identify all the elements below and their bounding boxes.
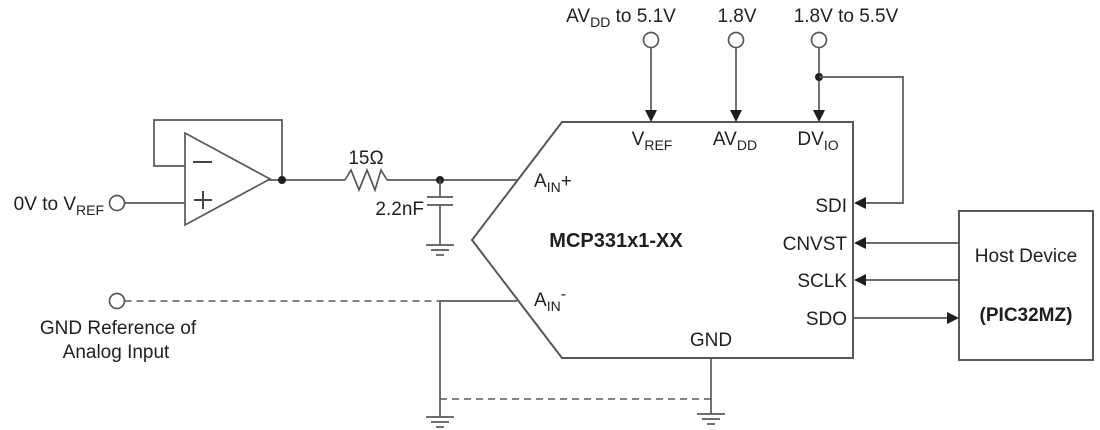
resistor-value-label: 15Ω [348,148,383,169]
pin-label-vref: VREF [632,129,673,153]
pin-label-sclk: SCLK [797,271,847,292]
host-device-label: Host Device [975,246,1077,267]
gnd-reference-terminal [108,292,126,310]
ground-symbol-capacitor [426,244,454,256]
vref-supply-terminal [642,31,660,49]
analog-input-terminal [108,194,126,212]
pin-label-avdd: AVDD [713,129,757,153]
pin-label-sdi: SDI [815,196,847,217]
arrow-right-sdo [947,312,959,324]
arrow-down-dvio [813,110,825,122]
ground-symbol-analog [426,416,454,428]
arrow-left-sclk [854,274,866,286]
junction-dot-opamp-output [278,176,286,184]
pin-label-sdo: SDO [806,309,847,330]
pin-label-dvio: DVIO [797,129,838,153]
avdd-supply-terminal [727,31,745,49]
adc-part-number: MCP331x1-XX [549,230,683,252]
opamp-triangle [184,131,272,227]
wire-feedback-loop [153,119,283,180]
host-device-box [958,210,1094,361]
arrow-down-vref [645,110,657,122]
vref-supply-label: AVDD to 5.1V [566,6,676,30]
host-device-part-label: (PIC32MZ) [980,305,1073,326]
pin-label-ain-pos: AIN+ [534,171,572,195]
arrow-down-avdd [730,110,742,122]
pin-label-gnd: GND [690,330,732,351]
capacitor-value-label: 2.2nF [375,199,424,220]
ground-symbol-gnd-pin [697,413,725,425]
wire-dvio-to-sdi [819,76,904,204]
arrow-left-cnvst [854,237,866,249]
pin-label-cnvst: CNVST [783,234,848,255]
arrow-left-sdi [854,197,866,209]
avdd-supply-label: 1.8V [717,6,756,27]
analog-input-range-label: 0V to VREF [14,194,104,218]
dvio-supply-terminal [810,31,828,49]
gnd-reference-label-line1: GND Reference of [40,318,197,339]
pin-label-ain-neg: AIN- [534,286,566,314]
resistor-symbol [344,167,388,193]
gnd-reference-label-line2: Analog Input [63,342,170,363]
adc-chip-body [470,121,854,359]
dvio-supply-label: 1.8V to 5.5V [794,6,899,27]
